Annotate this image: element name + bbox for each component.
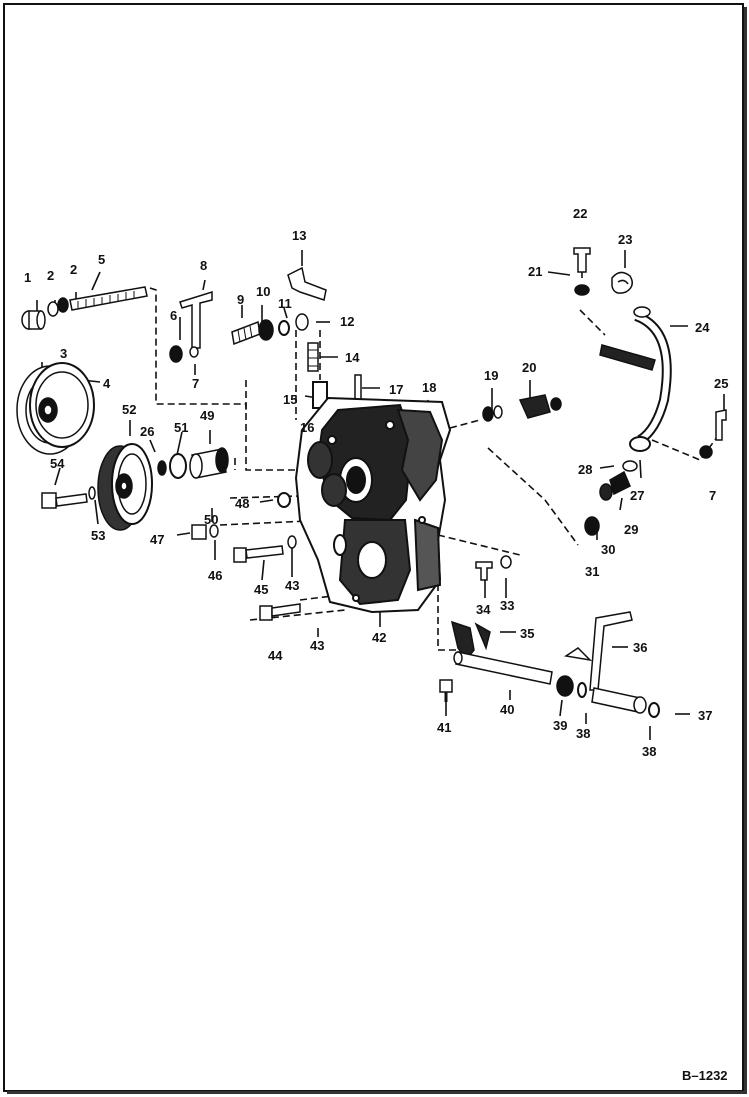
callout-22: 22: [573, 206, 587, 221]
callout-36: 36: [633, 640, 647, 655]
callout-14: 14: [345, 350, 360, 365]
callout-41: 41: [437, 720, 451, 735]
callout-44: 44: [268, 648, 283, 663]
callout-8: 8: [200, 258, 207, 273]
callout-6: 6: [170, 308, 177, 323]
upper-parts: [169, 266, 362, 409]
callout-38b: 38: [642, 744, 656, 759]
callout-54: 54: [50, 456, 65, 471]
callout-42: 42: [372, 630, 386, 645]
callout-27: 27: [630, 488, 644, 503]
leader-lines: [36, 250, 725, 740]
callout-33: 33: [500, 598, 514, 613]
callout-38: 38: [576, 726, 590, 741]
callout-3: 3: [60, 346, 67, 361]
callout-34: 34: [476, 602, 491, 617]
callout-19: 19: [484, 368, 498, 383]
callout-15: 15: [283, 392, 297, 407]
callout-47: 47: [150, 532, 164, 547]
callout-16: 16: [300, 420, 314, 435]
callout-26: 26: [140, 424, 154, 439]
callout-13: 13: [292, 228, 306, 243]
callout-49: 49: [200, 408, 214, 423]
callout-20: 20: [522, 360, 536, 375]
callout-21: 21: [528, 264, 542, 279]
callout-43b: 43: [310, 638, 324, 653]
callout-39: 39: [553, 718, 567, 733]
callout-10: 10: [256, 284, 270, 299]
callout-24: 24: [695, 320, 710, 335]
callout-43: 43: [285, 578, 299, 593]
callout-51: 51: [174, 420, 188, 435]
callout-35: 35: [520, 626, 534, 641]
callout-2: 2: [47, 268, 54, 283]
callout-7b: 7: [709, 488, 716, 503]
callout-40: 40: [500, 702, 514, 717]
figure-id: B–1232: [682, 1068, 728, 1083]
main-housing: [294, 396, 452, 614]
callout-31: 31: [585, 564, 599, 579]
callout-labels: 1 2 2 3 4 5 6 7 8 9 10 11 12 13 14 15 16…: [24, 206, 728, 759]
callout-29: 29: [624, 522, 638, 537]
left-parts: [16, 286, 229, 531]
callout-30: 30: [601, 542, 615, 557]
callout-12: 12: [340, 314, 354, 329]
callout-50: 50: [204, 512, 218, 527]
callout-7: 7: [192, 376, 199, 391]
callout-48: 48: [235, 496, 249, 511]
callout-1: 1: [24, 270, 31, 285]
callout-46: 46: [208, 568, 222, 583]
callout-18: 18: [422, 380, 436, 395]
callout-37: 37: [698, 708, 712, 723]
callout-11: 11: [278, 296, 292, 311]
callout-2b: 2: [70, 262, 77, 277]
callout-23: 23: [618, 232, 632, 247]
callout-25: 25: [714, 376, 728, 391]
lower-parts: [191, 492, 660, 718]
callout-45: 45: [254, 582, 268, 597]
callout-4: 4: [103, 376, 111, 391]
callout-5: 5: [98, 252, 105, 267]
frame-shadow-bottom: [7, 1091, 746, 1094]
callout-53: 53: [91, 528, 105, 543]
callout-28: 28: [578, 462, 592, 477]
right-parts: [475, 247, 727, 581]
frame-shadow-right: [744, 7, 747, 1094]
callout-9: 9: [237, 292, 244, 307]
callout-52: 52: [122, 402, 136, 417]
callout-17: 17: [389, 382, 403, 397]
